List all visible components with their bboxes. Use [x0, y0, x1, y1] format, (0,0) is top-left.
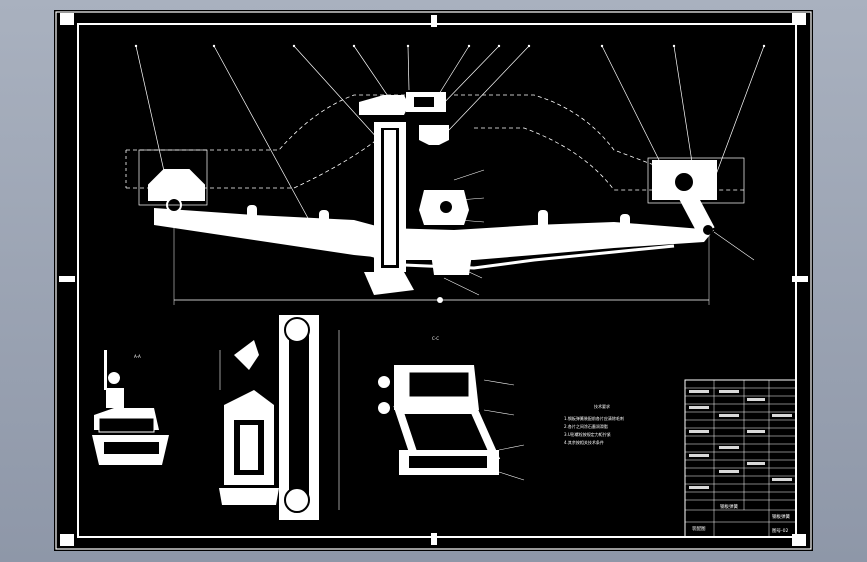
technical-notes: 技术要求 1.钢板弹簧装配前各片应清除毛刺 2.各片之间涂石墨润滑脂 3.U形螺… [564, 403, 624, 445]
section-c-label: C-C [432, 336, 439, 341]
section-a-label: A-A [134, 354, 141, 359]
leader-dots [134, 44, 766, 48]
frame-markers [59, 13, 808, 546]
right-shackle [647, 157, 745, 236]
note-line-3: 3.U形螺栓按规定力矩拧紧 [564, 431, 611, 437]
title-cell-b: 钢板弹簧 [772, 513, 790, 520]
title-cell-a: 钢板弹簧 [720, 503, 738, 510]
section-a-view: A-A [92, 350, 169, 465]
title-cell-c: 装配图 [692, 525, 706, 532]
drawing-sheet: A-A [54, 10, 813, 551]
note-line-1: 1.钢板弹簧装配前各片应清除毛刺 [564, 415, 624, 421]
title-block: 钢板弹簧 钢板弹簧 装配图 图号-02 [684, 379, 797, 538]
leaf-spring [154, 208, 714, 260]
notes-title: 技术要求 [594, 403, 610, 409]
section-c-view: C-C [378, 336, 525, 481]
outer-border [55, 11, 812, 550]
section-b-view [219, 315, 340, 520]
cad-drawing: A-A [55, 11, 812, 550]
left-eye [138, 149, 208, 213]
note-line-2: 2.各片之间涂石墨润滑脂 [564, 423, 608, 429]
note-line-4: 4.其余按相关技术条件 [564, 439, 604, 445]
title-cell-d: 图号-02 [772, 528, 788, 534]
